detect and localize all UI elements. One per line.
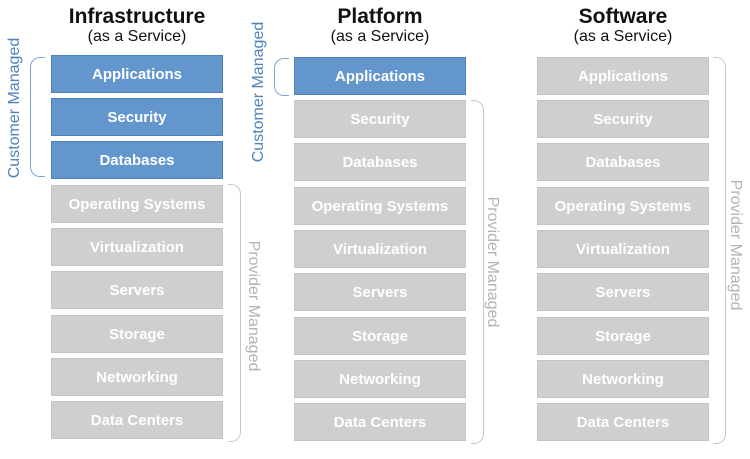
paas-layer-security: Security <box>294 100 466 138</box>
saas-layer-servers: Servers <box>537 273 709 311</box>
iaas-provider-bracket <box>228 184 241 442</box>
iaas-layer-databases: Databases <box>51 141 223 179</box>
paas-subtitle-text: (as a Service) <box>330 28 430 45</box>
saas-layer-security: Security <box>537 100 709 138</box>
paas-layer-virtualization: Virtualization <box>294 230 466 268</box>
saas-provider-bracket <box>713 57 726 444</box>
saas-layer-databases: Databases <box>537 143 709 181</box>
saas-layer-networking: Networking <box>537 360 709 398</box>
iaas-customer-managed-label: Customer Managed <box>6 37 23 179</box>
saas-layer-applications: Applications <box>537 57 709 95</box>
saas-layer-storage: Storage <box>537 317 709 355</box>
paas-provider-managed-label: Provider Managed <box>484 196 501 328</box>
paas-layer-databases: Databases <box>294 143 466 181</box>
iaas-title: Infrastructure (as a Service) <box>27 6 247 46</box>
iaas-layer-virtualization: Virtualization <box>51 228 223 266</box>
saas-layer-virtualization: Virtualization <box>537 230 709 268</box>
saas-provider-managed-label: Provider Managed <box>727 179 744 311</box>
saas-subtitle-text: (as a Service) <box>573 28 673 45</box>
saas-layer-data-centers: Data Centers <box>537 403 709 441</box>
paas-layer-networking: Networking <box>294 360 466 398</box>
paas-layer-operating-systems: Operating Systems <box>294 187 466 225</box>
iaas-customer-bracket <box>30 57 45 177</box>
iaas-layer-operating-systems: Operating Systems <box>51 185 223 223</box>
paas-layer-applications: Applications <box>294 57 466 95</box>
paas-layer-servers: Servers <box>294 273 466 311</box>
paas-title-text: Platform <box>337 5 423 28</box>
iaas-layer-storage: Storage <box>51 315 223 353</box>
saas-title: Software (as a Service) <box>513 6 733 46</box>
paas-layer-data-centers: Data Centers <box>294 403 466 441</box>
paas-customer-bracket <box>274 58 289 96</box>
iaas-provider-managed-label: Provider Managed <box>245 240 262 372</box>
iaas-layer-data-centers: Data Centers <box>51 401 223 439</box>
paas-customer-managed-label: Customer Managed <box>250 21 267 163</box>
iaas-layer-applications: Applications <box>51 55 223 93</box>
iaas-layer-security: Security <box>51 98 223 136</box>
paas-title: Platform (as a Service) <box>270 6 490 46</box>
iaas-layer-servers: Servers <box>51 271 223 309</box>
iaas-subtitle-text: (as a Service) <box>87 28 187 45</box>
saas-title-text: Software <box>578 5 668 28</box>
iaas-layer-networking: Networking <box>51 358 223 396</box>
iaas-title-text: Infrastructure <box>68 5 206 28</box>
paas-layer-storage: Storage <box>294 317 466 355</box>
saas-layer-operating-systems: Operating Systems <box>537 187 709 225</box>
